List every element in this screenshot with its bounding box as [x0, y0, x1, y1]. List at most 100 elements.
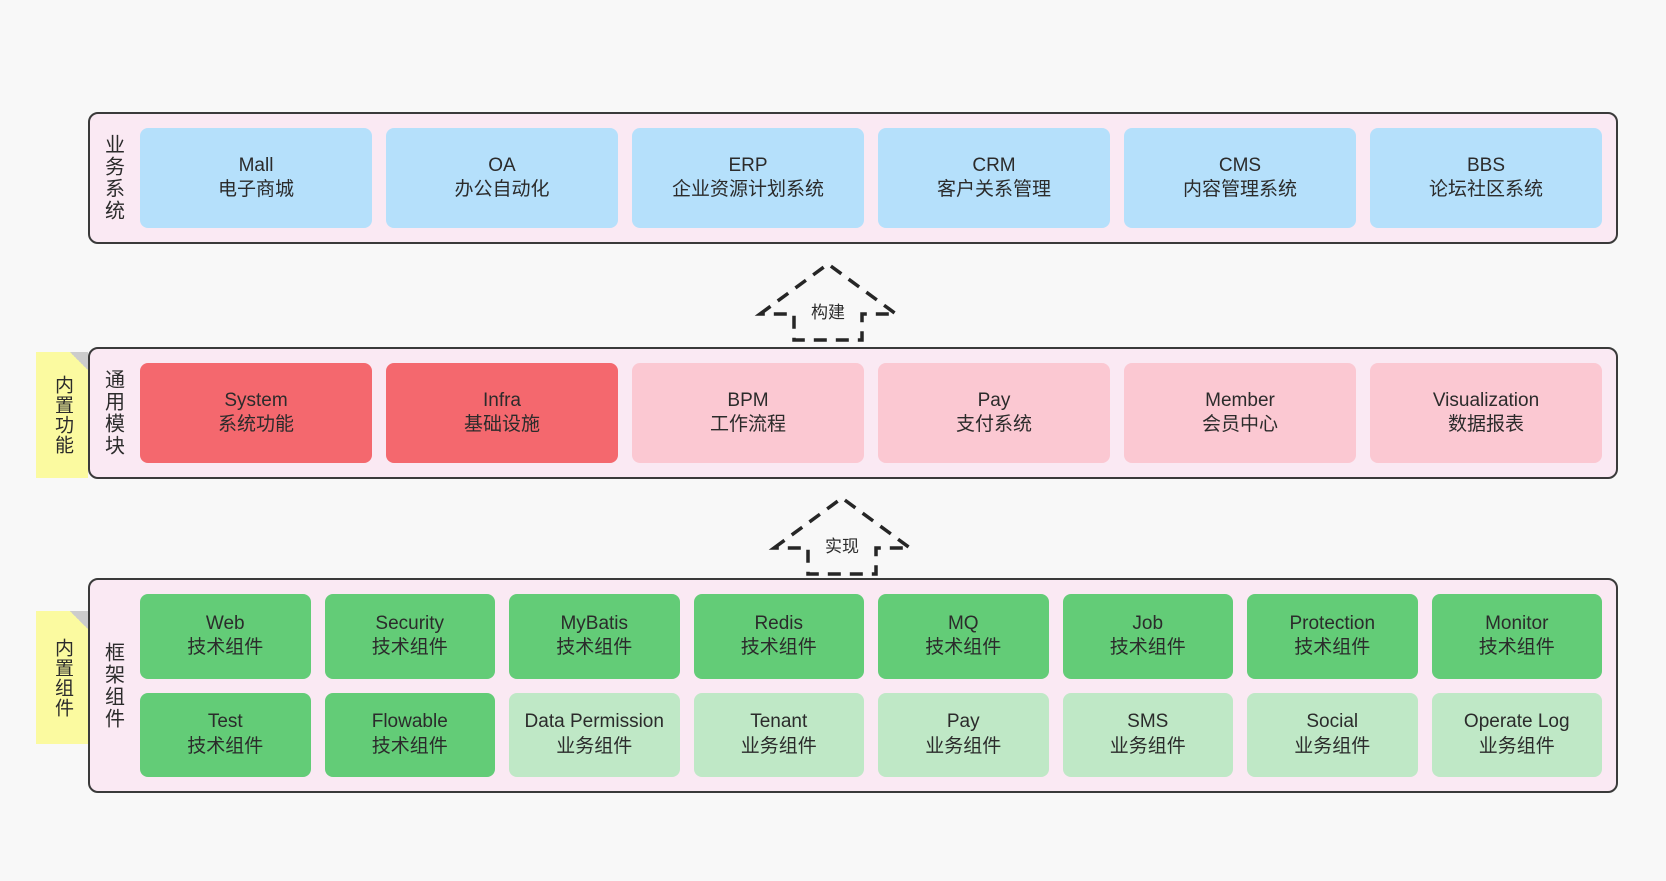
box-subtitle: 办公自动化: [454, 179, 550, 200]
sticky-note-built-in-components: 内置组件: [36, 611, 88, 744]
box-subtitle: 技术组件: [1478, 637, 1555, 659]
sticky-note-label: 内置组件: [51, 637, 73, 718]
box-subtitle: 电子商城: [217, 179, 294, 200]
section-label-business-system: 业务系统: [101, 134, 124, 222]
box-subtitle: 技术组件: [1109, 637, 1186, 659]
box-system[interactable]: System 系统功能: [140, 363, 372, 463]
box-title: ERP: [728, 154, 768, 176]
box-job[interactable]: Job 技术组件: [1062, 594, 1233, 679]
box-sms[interactable]: SMS 业务组件: [1062, 692, 1233, 777]
box-row: Web 技术组件 Security 技术组件 MyBatis 技术组件 Redi…: [140, 594, 1602, 679]
section-body-business-system: Mall 电子商城 OA 办公自动化 ERP 企业资源计划系统 CRM 客户关系…: [134, 114, 1616, 242]
arrow-implement-label: 实现: [823, 532, 861, 557]
box-title: Flowable: [371, 711, 448, 733]
box-erp[interactable]: ERP 企业资源计划系统: [632, 128, 864, 228]
box-mall[interactable]: Mall 电子商城: [140, 128, 372, 228]
box-subtitle: 论坛社区系统: [1428, 179, 1543, 200]
arrow-build-icon: [754, 261, 902, 342]
box-subtitle: 技术组件: [187, 637, 264, 659]
section-label-common-module: 通用模块: [101, 369, 124, 457]
box-title: OA: [488, 154, 516, 176]
arrow-build-label: 构建: [809, 298, 847, 323]
box-title: BBS: [1466, 154, 1506, 176]
box-oa[interactable]: OA 办公自动化: [386, 128, 618, 228]
box-crm[interactable]: CRM 客户关系管理: [878, 128, 1110, 228]
box-subtitle: 业务组件: [1478, 735, 1555, 757]
box-title: Protection: [1289, 612, 1376, 634]
box-mq[interactable]: MQ 技术组件: [878, 594, 1049, 679]
arrow-implement-icon: [768, 495, 916, 576]
box-bpm[interactable]: BPM 工作流程: [632, 363, 864, 463]
box-subtitle: 技术组件: [371, 637, 448, 659]
box-member[interactable]: Member 会员中心: [1124, 363, 1356, 463]
box-title: CMS: [1218, 154, 1262, 176]
box-title: Infra: [482, 389, 522, 411]
box-cms[interactable]: CMS 内容管理系统: [1124, 128, 1356, 228]
box-row: System 系统功能 Infra 基础设施 BPM 工作流程 Pay 支付系统…: [140, 363, 1602, 463]
box-tenant[interactable]: Tenant 业务组件: [693, 692, 864, 777]
box-pay-business[interactable]: Pay 业务组件: [878, 692, 1049, 777]
box-visualization[interactable]: Visualization 数据报表: [1370, 363, 1602, 463]
box-title: Redis: [754, 612, 804, 634]
box-subtitle: 业务组件: [925, 735, 1002, 757]
box-mybatis[interactable]: MyBatis 技术组件: [509, 594, 680, 679]
box-title: SMS: [1127, 711, 1169, 733]
box-title: Monitor: [1485, 612, 1549, 634]
sticky-note-label: 内置功能: [51, 375, 73, 455]
box-title: Tenant: [750, 711, 808, 733]
section-body-framework-component: Web 技术组件 Security 技术组件 MyBatis 技术组件 Redi…: [134, 580, 1616, 791]
section-common-module: 通用模块 System 系统功能 Infra 基础设施 BPM 工作流程 Pay…: [88, 347, 1618, 479]
box-title: Member: [1205, 389, 1275, 411]
arrow-implement: 实现: [766, 492, 918, 578]
box-security[interactable]: Security 技术组件: [324, 594, 495, 679]
box-title: Social: [1306, 711, 1359, 733]
box-title: Test: [207, 711, 243, 733]
box-operate-log[interactable]: Operate Log 业务组件: [1431, 692, 1602, 777]
box-subtitle: 业务组件: [556, 735, 633, 757]
box-social[interactable]: Social 业务组件: [1247, 692, 1418, 777]
box-title: Data Permission: [524, 711, 664, 733]
box-subtitle: 技术组件: [371, 735, 448, 757]
box-bbs[interactable]: BBS 论坛社区系统: [1370, 128, 1602, 228]
sticky-note-built-in-features: 内置功能: [36, 352, 88, 478]
box-web[interactable]: Web 技术组件: [140, 594, 311, 679]
box-subtitle: 数据报表: [1447, 414, 1524, 435]
box-data-permission[interactable]: Data Permission 业务组件: [509, 692, 680, 777]
box-infra[interactable]: Infra 基础设施: [386, 363, 618, 463]
section-business-system: 业务系统 Mall 电子商城 OA 办公自动化 ERP 企业资源计划系统 CRM…: [88, 112, 1618, 244]
box-redis[interactable]: Redis 技术组件: [693, 594, 864, 679]
box-flowable[interactable]: Flowable 技术组件: [324, 692, 495, 777]
box-title: Job: [1132, 612, 1164, 634]
box-title: System: [224, 389, 288, 411]
box-subtitle: 企业资源计划系统: [671, 179, 824, 200]
section-body-common-module: System 系统功能 Infra 基础设施 BPM 工作流程 Pay 支付系统…: [134, 349, 1616, 477]
box-subtitle: 业务组件: [1109, 735, 1186, 757]
box-subtitle: 内容管理系统: [1182, 179, 1297, 200]
box-subtitle: 技术组件: [740, 637, 817, 659]
box-title: Security: [375, 612, 445, 634]
box-row: Test 技术组件 Flowable 技术组件 Data Permission …: [140, 692, 1602, 777]
box-title: CRM: [972, 154, 1016, 176]
box-subtitle: 技术组件: [187, 735, 264, 757]
section-label-framework-component: 框架组件: [101, 641, 124, 730]
section-framework-component: 框架组件 Web 技术组件 Security 技术组件 MyBatis 技术组件…: [88, 578, 1618, 793]
arrow-build: 构建: [752, 258, 904, 344]
box-title: Operate Log: [1463, 711, 1570, 733]
box-protection[interactable]: Protection 技术组件: [1247, 594, 1418, 679]
box-subtitle: 技术组件: [925, 637, 1002, 659]
box-title: Pay: [977, 389, 1011, 411]
box-subtitle: 业务组件: [740, 735, 817, 757]
box-title: BPM: [727, 389, 769, 411]
box-monitor[interactable]: Monitor 技术组件: [1431, 594, 1602, 679]
box-subtitle: 技术组件: [556, 637, 633, 659]
box-subtitle: 支付系统: [955, 414, 1032, 435]
box-test[interactable]: Test 技术组件: [140, 692, 311, 777]
box-title: MyBatis: [560, 612, 629, 634]
box-subtitle: 基础设施: [463, 414, 540, 435]
box-subtitle: 技术组件: [1294, 637, 1371, 659]
box-pay[interactable]: Pay 支付系统: [878, 363, 1110, 463]
box-title: Pay: [946, 711, 980, 733]
box-subtitle: 工作流程: [709, 414, 786, 435]
box-title: Web: [205, 612, 245, 634]
box-subtitle: 业务组件: [1294, 735, 1371, 757]
